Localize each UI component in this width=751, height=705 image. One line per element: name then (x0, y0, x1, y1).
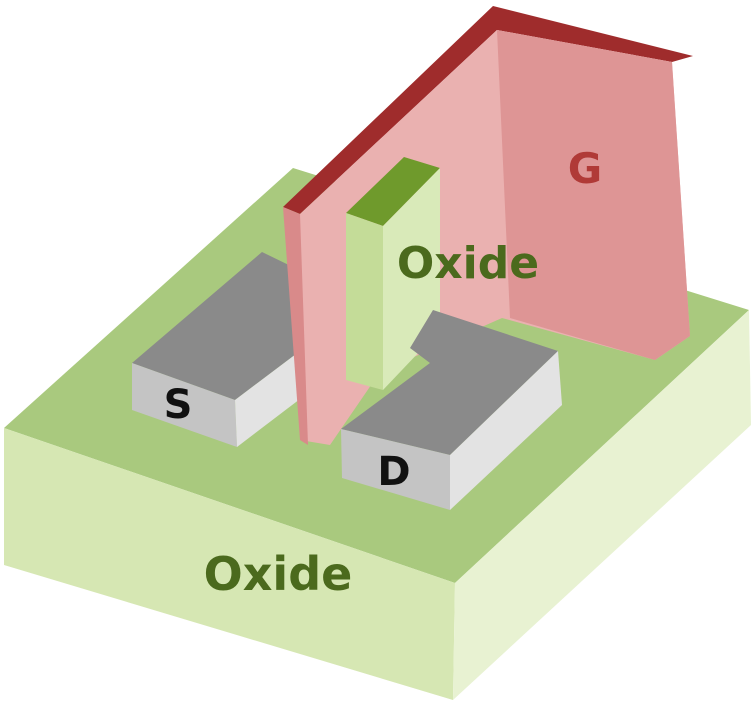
gate-shaded-face (497, 30, 690, 360)
fin-left-face (346, 213, 383, 390)
gate-label: G (568, 144, 602, 193)
base-oxide-front-face (4, 428, 455, 700)
drain-side-face (450, 351, 562, 510)
source-label: S (164, 382, 193, 428)
base-oxide-right-face (453, 310, 751, 700)
fin-oxide-label: Oxide (397, 238, 539, 289)
fin-top-face (346, 157, 440, 226)
drain-contact (341, 310, 562, 510)
source-front-face (132, 363, 237, 447)
drain-label: D (377, 449, 410, 495)
base-oxide-label: Oxide (204, 547, 353, 601)
drain-top-face (341, 310, 558, 455)
gate-left-strip (283, 207, 308, 445)
drain-front-face (341, 429, 450, 510)
